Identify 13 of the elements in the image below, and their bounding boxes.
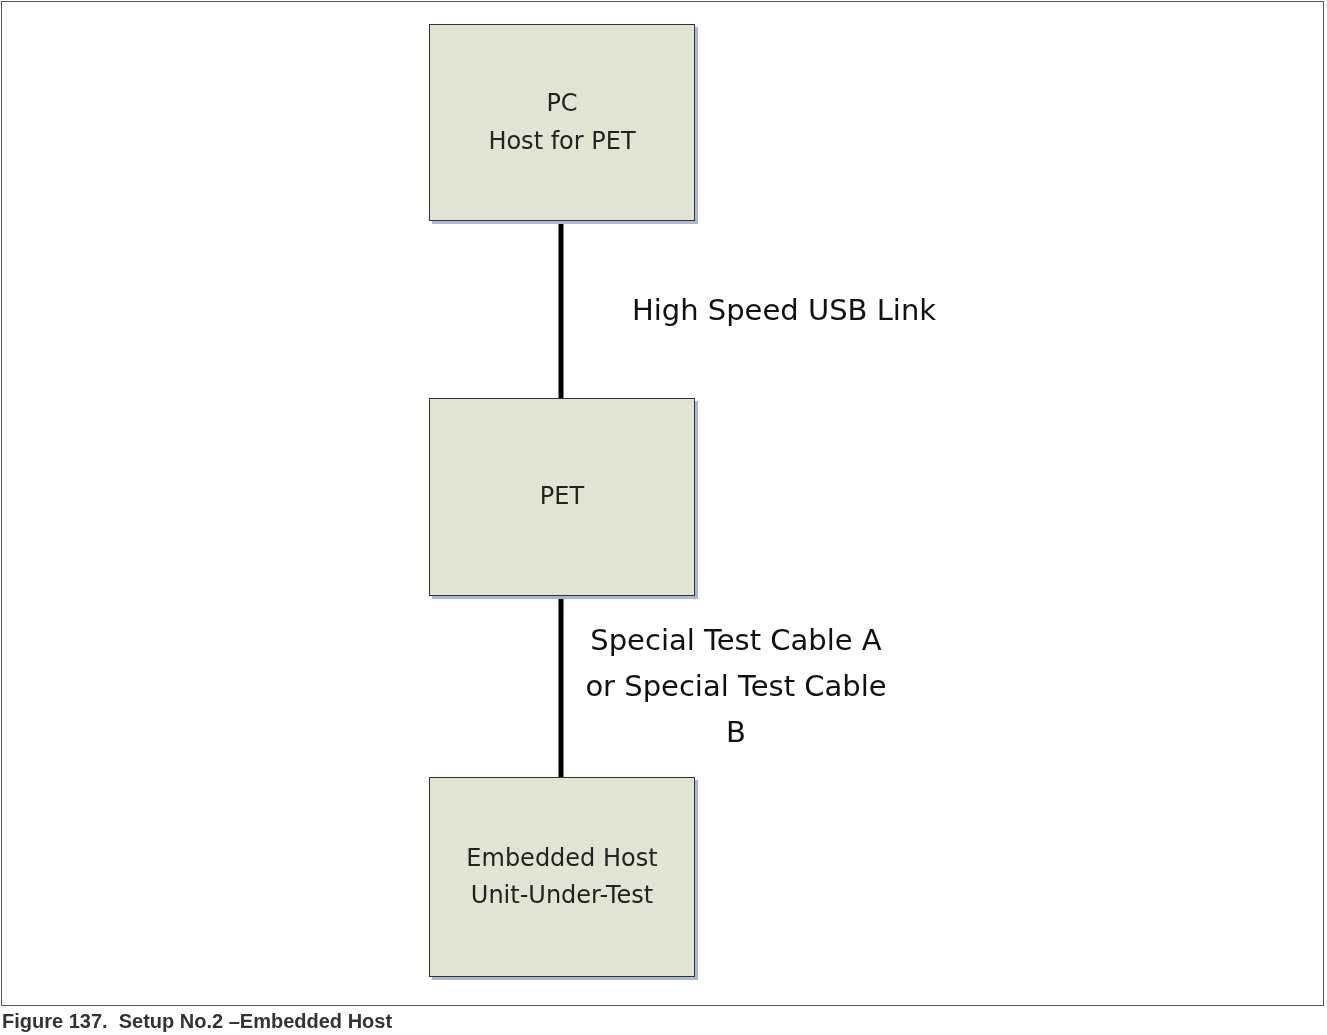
box-label: Unit-Under-Test [470, 880, 654, 911]
connector-line [558, 596, 564, 777]
edge-label: High Speed USB Link [630, 291, 938, 329]
box-label: Embedded Host [466, 842, 658, 874]
process-box [429, 24, 695, 221]
edge-label: Special Test Cable A or Special Test Cable B [584, 621, 888, 752]
box-label: Host for PET [488, 125, 636, 157]
box-label: PC [546, 88, 578, 120]
process-box [429, 777, 695, 977]
figure-caption: Figure 137. Setup No.2 –Embedded Host [2, 1010, 393, 1033]
process-box [429, 398, 695, 596]
box-label: PET [539, 481, 585, 513]
connector-line [558, 221, 564, 398]
